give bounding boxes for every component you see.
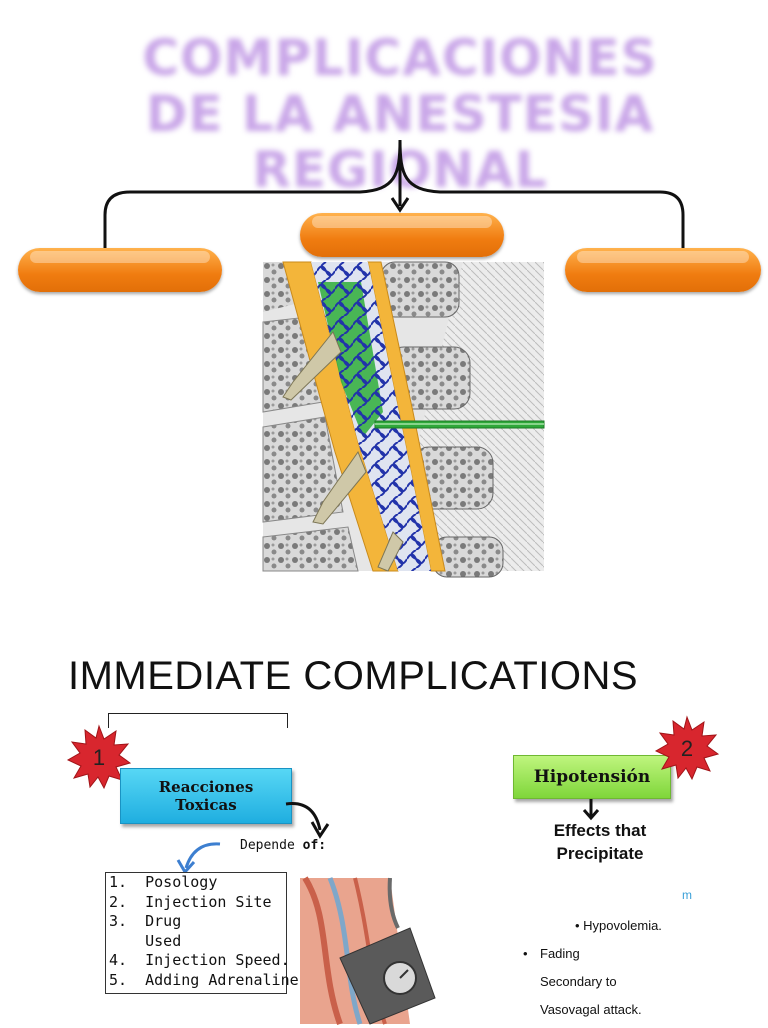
list-item: 4. Injection Speed. [109,951,290,970]
secondary-item: Secondary to [540,974,617,989]
slide-regional-anesthesia: COMPLICACIONES DE LA ANESTESIA REGIONAL [18,29,761,578]
fading-item: Fading [540,946,580,961]
orange-pill-left [18,248,222,292]
curved-arrow-down [285,802,330,839]
badge-2-starburst: 2 [654,715,720,781]
arm-blood-pressure-illustration [300,876,440,1026]
bullet-dot: • [523,946,528,961]
blue-curved-arrow [176,842,221,875]
hierarchy-connectors [103,139,685,250]
list-item: 1. Posology [109,873,218,891]
slide-title: IMMEDIATE COMPLICATIONS [68,654,639,698]
hypovolemia-item: • Hypovolemia. [575,918,662,933]
slide-immediate-complications: IMMEDIATE COMPLICATIONS 1 Reacciones Tox… [0,620,768,1026]
spinal-anatomy-illustration [262,261,545,578]
effects-heading: Effects that Precipitate [553,821,647,863]
vasovagal-item: Vasovagal attack. [540,1002,642,1017]
hypotension-box: Hipotensión [513,755,671,799]
list-item: 2. Injection Site [109,892,272,911]
list-item: 5. Adding Adrenaline [109,970,299,989]
slide-title-blurred: COMPLICACIONES DE LA ANESTESIA REGIONAL [142,29,658,199]
dependency-list: 1. Posology 2. Injection Site 3. Drug Us… [105,872,299,994]
list-item: 3. Drug [109,912,182,931]
arrow-down-icon [582,799,600,821]
toxic-reactions-box: Reacciones Toxicas [120,768,292,824]
badge-1-starburst: 1 [66,724,132,790]
orange-pill-right [565,248,761,292]
depends-on-label: Depende of: [240,838,327,853]
badge-1-number: 1 [93,745,105,770]
orange-pill-center [300,213,504,257]
list-item: Used [109,931,182,950]
bracket-line [108,713,288,728]
stray-m-mark: m [682,888,692,902]
badge-2-number: 2 [681,736,693,761]
